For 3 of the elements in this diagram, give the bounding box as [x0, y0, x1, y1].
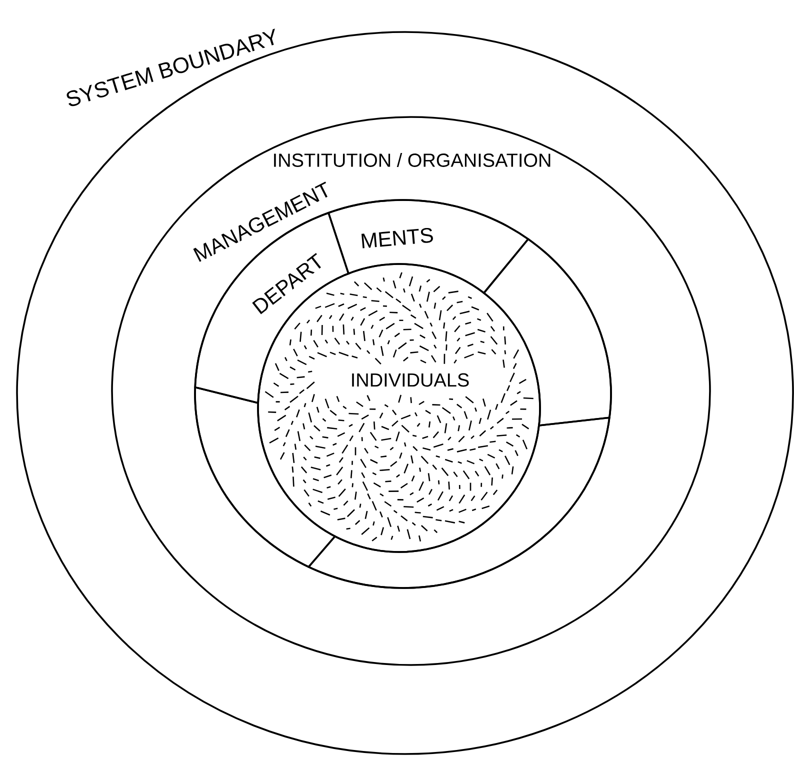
ring-segment — [308, 416, 610, 589]
ring-segment — [194, 386, 336, 568]
department-segment: MENTS — [328, 199, 530, 294]
